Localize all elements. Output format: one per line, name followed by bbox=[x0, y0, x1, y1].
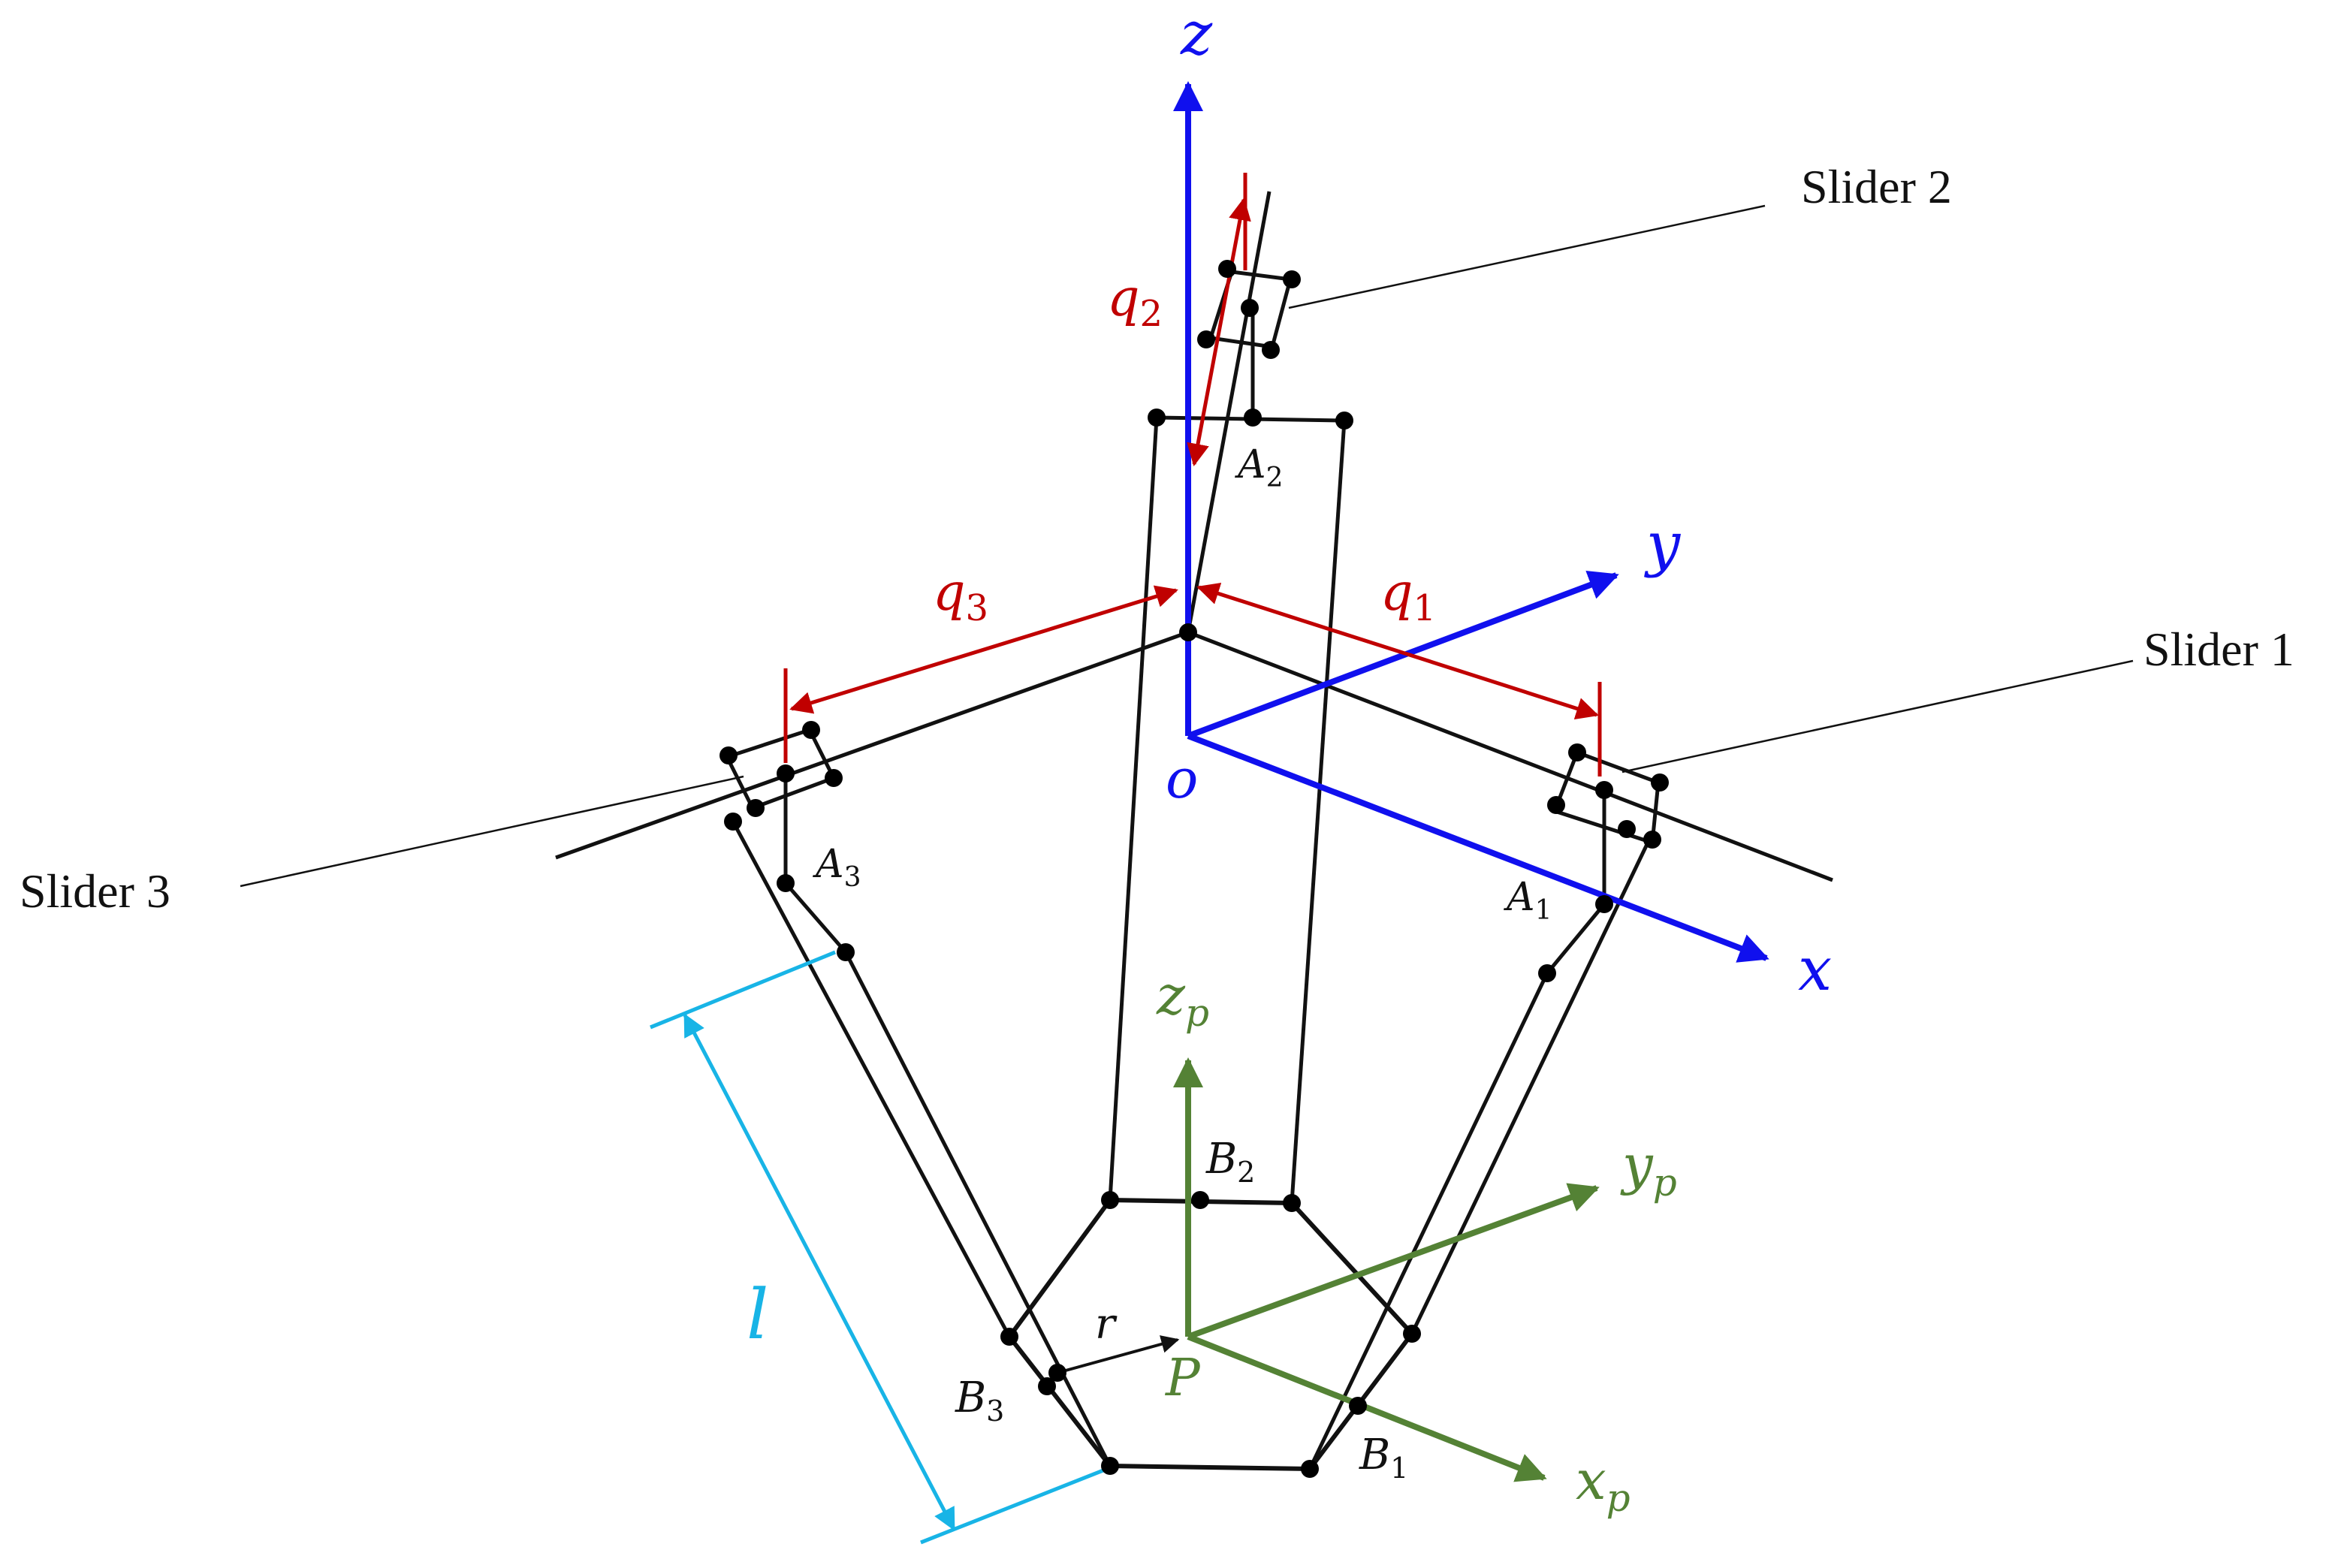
b1-label: B1 bbox=[1359, 1431, 1408, 1485]
x-axis bbox=[1187, 733, 1769, 963]
slider-2-label: Slider 2 bbox=[1801, 160, 1952, 213]
l-label: l bbox=[747, 1274, 768, 1355]
y-axis-label: y bbox=[1644, 509, 1682, 579]
slider-3-label: Slider 3 bbox=[20, 864, 170, 918]
slider-1-label: Slider 1 bbox=[2143, 623, 2294, 676]
a1-label: A1 bbox=[1504, 875, 1552, 926]
r-label: r bbox=[1095, 1300, 1118, 1349]
point-labels: A1 A2 A3 B1 B2 B3 r bbox=[813, 442, 1552, 1485]
yp-axis bbox=[1187, 1183, 1600, 1340]
yp-axis-label: yp bbox=[1620, 1133, 1677, 1205]
xp-axis-label: xp bbox=[1576, 1449, 1631, 1520]
x-axis-label: x bbox=[1798, 934, 1832, 1004]
q1-label: q1 bbox=[1380, 563, 1436, 629]
legs bbox=[731, 417, 1652, 1470]
axis-labels: z y x o zp yp xp P bbox=[1156, 0, 1832, 1520]
b3-label: B3 bbox=[955, 1374, 1004, 1428]
q3-label: q3 bbox=[933, 563, 988, 629]
zp-axis-label: zp bbox=[1156, 963, 1209, 1035]
l-arrow bbox=[683, 1013, 956, 1531]
moving-platform bbox=[1006, 1197, 1415, 1472]
rail-1 bbox=[1187, 630, 1833, 882]
a2-label: A2 bbox=[1235, 442, 1283, 493]
q1-arrow bbox=[1196, 582, 1599, 720]
a3-label: A3 bbox=[813, 842, 861, 893]
leg-length-dimension bbox=[650, 950, 1108, 1545]
platform-axes bbox=[1173, 1057, 1600, 1482]
joint-variable-markers bbox=[783, 173, 1602, 776]
q2-label: q2 bbox=[1107, 269, 1163, 335]
joint-variable-labels: q1 q2 q3 bbox=[933, 269, 1436, 629]
leader-lines bbox=[240, 204, 2134, 888]
slider-connectors bbox=[783, 306, 1606, 904]
platform-center-label: P bbox=[1164, 1349, 1201, 1408]
z-axis-label: z bbox=[1180, 0, 1213, 68]
q3-arrow bbox=[789, 585, 1178, 714]
origin-label: o bbox=[1166, 747, 1198, 810]
r-arrow bbox=[1057, 1335, 1180, 1374]
rail-3 bbox=[555, 630, 1189, 860]
slider-labels: Slider 2 Slider 1 Slider 3 bbox=[20, 160, 2294, 918]
q2-arrow bbox=[1187, 198, 1251, 466]
b2-label: B2 bbox=[1205, 1135, 1255, 1189]
joint-dots bbox=[719, 260, 1669, 1478]
